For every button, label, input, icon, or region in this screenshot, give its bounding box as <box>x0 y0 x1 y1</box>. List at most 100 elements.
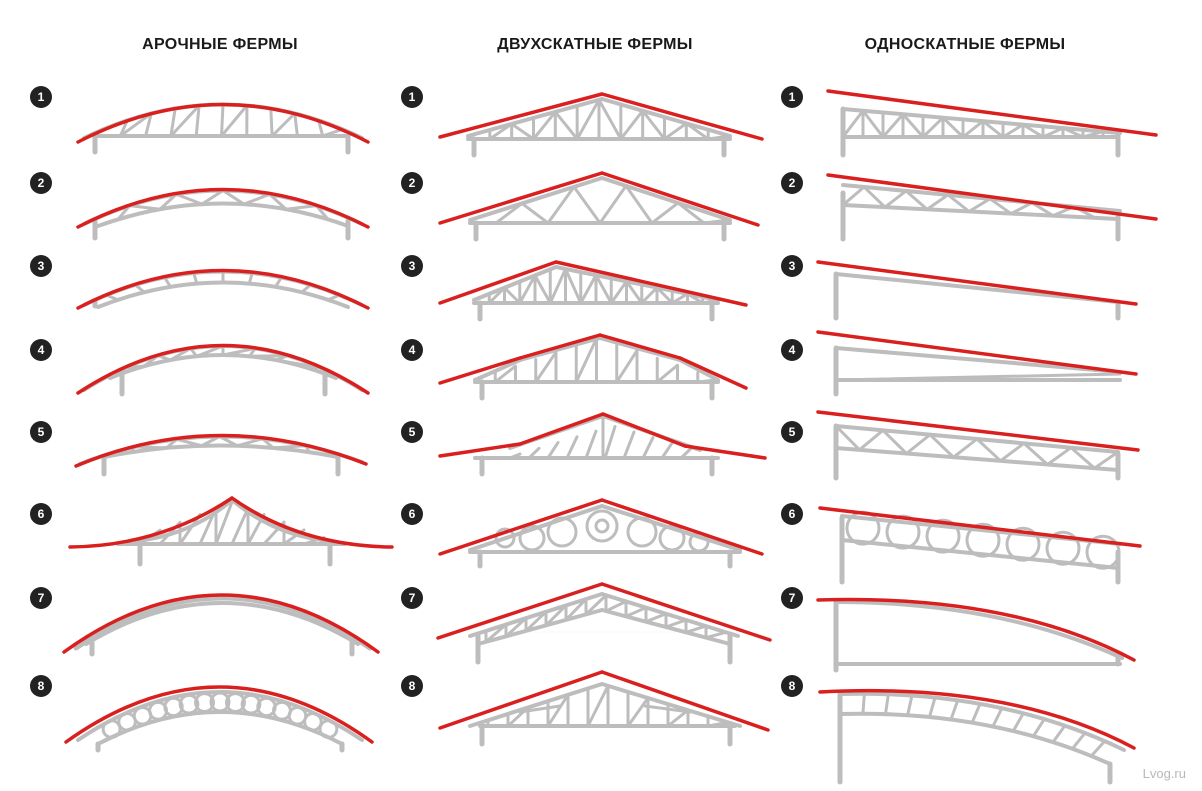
frame-member <box>194 103 201 138</box>
frame-member <box>564 597 588 622</box>
frame-member <box>510 122 535 141</box>
frame-ring <box>303 712 323 732</box>
frame-member <box>520 201 550 225</box>
roof-line <box>438 260 558 305</box>
frame-member <box>883 692 890 716</box>
frame-member <box>494 201 524 225</box>
truss-number-badge: 1 <box>781 86 803 108</box>
roof-line <box>436 582 604 640</box>
truss-number-badge: 2 <box>401 172 423 194</box>
roof-line <box>438 498 604 556</box>
frame-member <box>553 110 579 141</box>
frame-member <box>905 433 932 455</box>
frame-member <box>326 293 342 302</box>
frame-member <box>841 185 866 207</box>
frame-member <box>116 204 132 221</box>
watermark: Lvog.ru <box>1142 766 1186 781</box>
frame-member <box>861 692 866 716</box>
frame-member <box>169 106 177 138</box>
frame-member <box>686 292 705 305</box>
frame-member <box>655 286 674 305</box>
roof-line <box>76 187 370 229</box>
truss-number-badge: 6 <box>781 503 803 525</box>
truss-number-badge: 3 <box>781 255 803 277</box>
frame-member <box>493 364 517 384</box>
truss-number-badge: 3 <box>401 255 423 277</box>
frame-member <box>575 98 601 141</box>
frame-member <box>132 445 168 450</box>
roof-line <box>816 260 1138 306</box>
frame-member <box>164 437 179 450</box>
frame-member <box>518 336 602 362</box>
frame-member <box>261 437 275 450</box>
roof-line <box>74 433 368 468</box>
frame-ring <box>658 524 686 552</box>
frame-ring <box>1085 534 1121 570</box>
frame-member <box>1030 201 1055 218</box>
frame-member <box>168 346 193 362</box>
frame-member <box>678 358 720 382</box>
frame-member <box>684 121 710 141</box>
frame-member <box>221 346 257 357</box>
roof-line <box>438 442 522 458</box>
roof-line <box>518 412 605 446</box>
frame-member <box>472 265 558 302</box>
roof-line <box>826 89 1158 137</box>
roof-line <box>518 333 602 360</box>
frame-member <box>175 437 204 448</box>
frame-member <box>468 682 604 728</box>
frame-member <box>200 435 221 448</box>
frame-member <box>96 201 350 228</box>
frame-member <box>156 354 172 362</box>
frame-member <box>603 425 617 460</box>
frame-member <box>544 603 568 627</box>
truss-number-badge: 1 <box>30 86 52 108</box>
truss-number-badge: 3 <box>30 255 52 277</box>
frame-member <box>572 185 602 225</box>
frame-member <box>834 446 1120 472</box>
frame-member <box>666 708 690 728</box>
frame-member <box>706 134 732 141</box>
frame-member <box>676 201 706 225</box>
frame-member <box>565 435 579 460</box>
frame-member <box>221 189 246 206</box>
frame-member <box>684 624 708 634</box>
frame-member <box>600 504 742 552</box>
frame-ring <box>101 719 122 739</box>
frame-member <box>834 424 861 452</box>
frame-member <box>975 437 1002 463</box>
frame-member <box>548 267 567 305</box>
frame-member <box>1001 123 1025 139</box>
roof-line <box>600 171 760 227</box>
roof-line <box>438 356 522 385</box>
frame-ring <box>209 691 231 713</box>
roof-line <box>678 356 748 390</box>
truss-number-badge: 2 <box>781 172 803 194</box>
frame-member <box>169 103 201 138</box>
frame-member <box>650 201 680 225</box>
frame-member <box>970 702 982 725</box>
frame-member <box>195 344 225 358</box>
frame-member <box>641 436 655 460</box>
frame-member <box>488 122 514 141</box>
frame-member <box>579 273 598 305</box>
roof-line <box>818 506 1142 548</box>
roof-line <box>683 444 767 460</box>
frame-member <box>317 118 325 138</box>
frame-member <box>214 500 234 546</box>
frame-member <box>609 279 628 305</box>
frame-member <box>704 630 728 640</box>
frame-member <box>1041 126 1065 139</box>
frame-member <box>220 103 249 138</box>
roof-line <box>598 333 682 360</box>
frame-member <box>473 358 522 382</box>
truss-number-badge: 7 <box>401 587 423 609</box>
truss-number-badge: 4 <box>781 339 803 361</box>
frame-ring <box>594 518 610 534</box>
frame-member <box>597 98 623 141</box>
frame-member <box>861 109 885 139</box>
frame-member <box>925 193 950 211</box>
frame-member <box>663 121 688 141</box>
frame-member <box>967 197 992 213</box>
